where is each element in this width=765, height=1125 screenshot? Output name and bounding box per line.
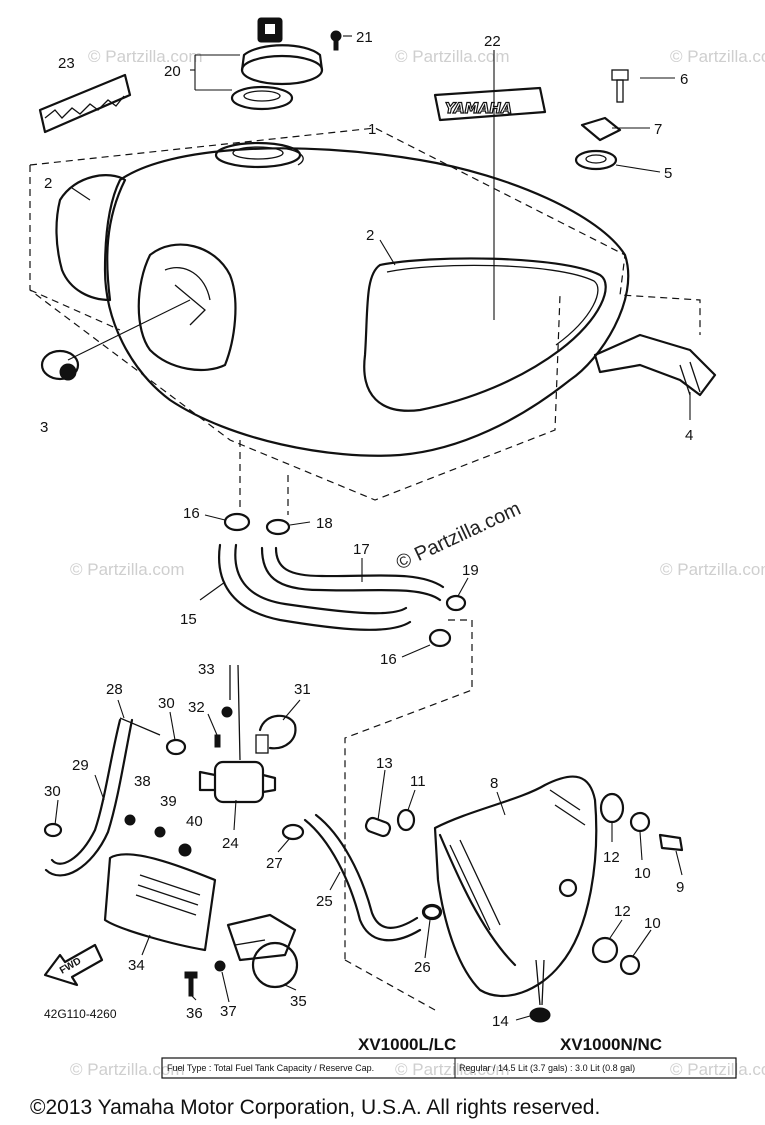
callout-23: 23 [58, 55, 75, 72]
callout-12: 12 [603, 849, 620, 866]
callout-2: 2 [44, 175, 52, 192]
callout-7: 7 [654, 121, 662, 138]
watermark-text: © Partzilla.com [670, 47, 765, 66]
callout-5: 5 [664, 165, 672, 182]
watermark-text: © Partzilla.com [395, 1060, 510, 1079]
callout-13: 13 [376, 755, 393, 772]
callout-28: 28 [106, 681, 123, 698]
callout-35: 35 [290, 993, 307, 1010]
callout-16: 16 [380, 651, 397, 668]
callout-29: 29 [72, 757, 89, 774]
model-right: XV1000N/NC [560, 1035, 662, 1054]
callout-33: 33 [198, 661, 215, 678]
callout-30: 30 [44, 783, 61, 800]
callout-6: 6 [680, 71, 688, 88]
callout-labels: 23 20 21 22 6 7 5 1 2 2 3 4 16 18 17 15 … [40, 29, 693, 1030]
fuel-spec-table: Fuel Type : Total Fuel Tank Capacity / R… [161, 1057, 737, 1079]
callout-12: 12 [614, 903, 631, 920]
watermark-text: © Partzilla.com [70, 1060, 185, 1079]
callout-36: 36 [186, 1005, 203, 1022]
fuel-tank-assembly [29, 127, 701, 501]
fuel-cap-group: YAMAHA [38, 17, 717, 397]
callout-15: 15 [180, 611, 197, 628]
fuel-table-header: Fuel Type : Total Fuel Tank Capacity / R… [167, 1063, 374, 1073]
callout-19: 19 [462, 562, 479, 579]
callout-3: 3 [40, 419, 48, 436]
fuel-table-value: Regular / 14.5 Lit (3.7 gals) : 3.0 Lit … [459, 1063, 635, 1073]
callout-8: 8 [490, 775, 498, 792]
callout-16: 16 [183, 505, 200, 522]
callout-10: 10 [644, 915, 661, 932]
callout-21: 21 [356, 29, 373, 46]
watermark-text: © Partzilla.com [660, 560, 765, 579]
callout-20: 20 [164, 63, 181, 80]
callout-40: 40 [186, 813, 203, 830]
hose-group [218, 440, 473, 1011]
watermark-text: © Partzilla.com [395, 47, 510, 66]
watermark-text: © Partzilla.com [88, 47, 203, 66]
callout-37: 37 [220, 1003, 237, 1020]
callout-39: 39 [160, 793, 177, 810]
callout-32: 32 [188, 699, 205, 716]
callout-26: 26 [414, 959, 431, 976]
callout-14: 14 [492, 1013, 509, 1030]
watermark-main: © Partzilla.com [393, 498, 524, 575]
fwd-arrow-icon: FWD [43, 943, 104, 987]
callout-24: 24 [222, 835, 239, 852]
callout-10: 10 [634, 865, 651, 882]
callout-31: 31 [294, 681, 311, 698]
copyright-text: ©2013 Yamaha Motor Corporation, U.S.A. A… [30, 1096, 600, 1119]
callout-27: 27 [266, 855, 283, 872]
leader-lines [54, 35, 691, 1021]
callout-1: 1 [368, 121, 376, 138]
model-left: XV1000L/LC [358, 1035, 456, 1054]
callout-34: 34 [128, 957, 145, 974]
callout-17: 17 [353, 541, 370, 558]
callout-22: 22 [484, 33, 501, 50]
watermark-layer: © Partzilla.com © Partzilla.com © Partzi… [70, 47, 765, 1079]
callout-30: 30 [158, 695, 175, 712]
callout-38: 38 [134, 773, 151, 790]
watermark-text: © Partzilla.com [70, 560, 185, 579]
callout-25: 25 [316, 893, 333, 910]
callout-2: 2 [366, 227, 374, 244]
diagram-code: 42G110-4260 [44, 1007, 117, 1021]
callout-18: 18 [316, 515, 333, 532]
sub-tank-group [364, 775, 684, 1023]
fuel-filter-group [43, 664, 443, 997]
callout-11: 11 [410, 773, 426, 790]
callout-4: 4 [685, 427, 693, 444]
watermark-text: © Partzilla.com [670, 1060, 765, 1079]
callout-9: 9 [676, 879, 684, 896]
yamaha-badge-text: YAMAHA [445, 101, 512, 117]
